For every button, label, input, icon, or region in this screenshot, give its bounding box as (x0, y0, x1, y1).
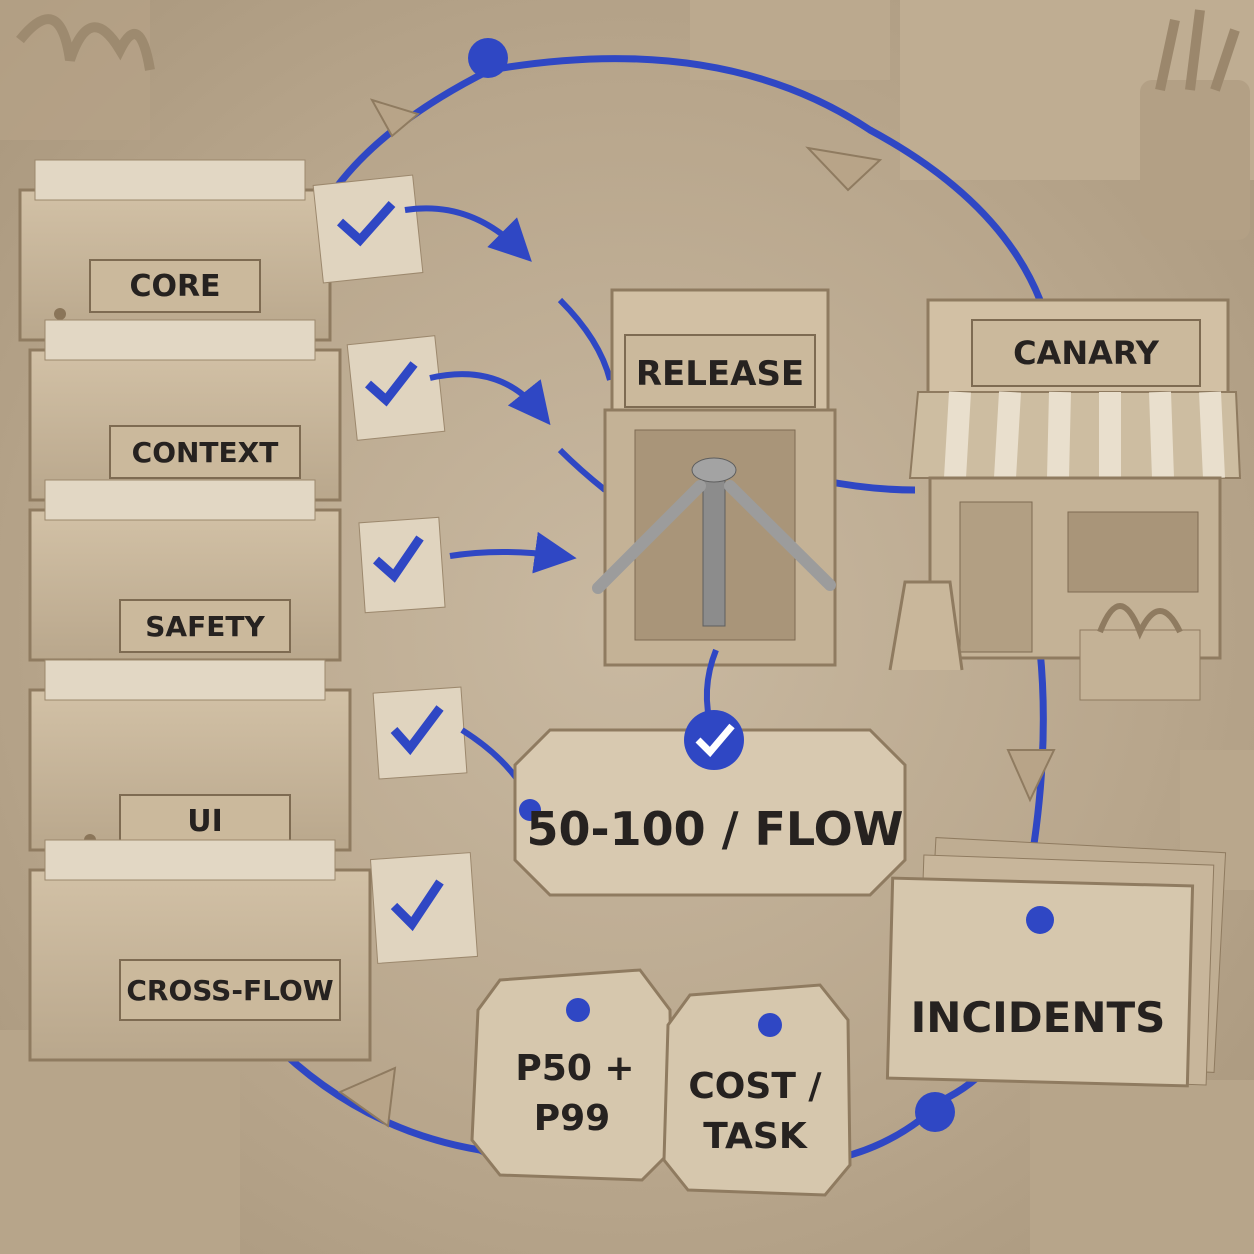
drawer-ui[interactable]: UI (28, 659, 352, 852)
drawer-context[interactable]: CONTEXT (28, 319, 342, 502)
plant-icon (16, 14, 155, 71)
awning-icon (908, 391, 1242, 479)
drawer-label: SAFETY (145, 610, 265, 643)
metric-line2: P99 (534, 1098, 610, 1139)
check-tag-context (346, 335, 607, 493)
drawer-label: CROSS-FLOW (126, 974, 333, 1007)
store-label: CANARY (1013, 334, 1160, 372)
threshold-label: 50-100 / FLOW (527, 802, 904, 856)
metric-line1: P50 + (515, 1048, 634, 1089)
check-icon (390, 705, 444, 756)
drawer-safety[interactable]: SAFETY (28, 479, 342, 671)
drawer-label: CORE (129, 269, 220, 304)
check-tag-safety (358, 516, 577, 614)
check-tag-core (312, 174, 613, 381)
pin-icon (915, 1092, 955, 1132)
drawer-cross-flow[interactable]: CROSS-FLOW (28, 839, 372, 1062)
release-gate[interactable]: RELEASE (592, 288, 837, 731)
metric-line1: COST / (688, 1066, 822, 1107)
arrow-icon (805, 146, 883, 192)
incidents-label: INCIDENTS (911, 993, 1166, 1042)
gate-label: RELEASE (636, 354, 804, 394)
threshold-tag: 50-100 / FLOW (513, 710, 907, 897)
check-icon (373, 535, 424, 583)
drawer-label: UI (187, 804, 223, 839)
drawer-label: CONTEXT (132, 436, 279, 469)
incidents-stack[interactable]: INCIDENTS (885, 837, 1227, 1088)
check-tags (312, 174, 613, 964)
check-icon (695, 723, 735, 758)
arrow-icon (337, 1066, 397, 1128)
arrow-icon (1006, 749, 1056, 803)
check-tag-cross-flow (369, 852, 479, 964)
plant-icon (1097, 603, 1183, 640)
check-tag-ui (372, 686, 533, 802)
drawer-core[interactable]: CORE (18, 159, 332, 342)
check-icon (390, 879, 444, 932)
canary-store[interactable]: CANARY (888, 298, 1242, 701)
metric-line2: TASK (703, 1116, 808, 1157)
drawer-stack: CORE CONTEXT SAFETY UI C (18, 159, 372, 1062)
turnstile-icon (592, 457, 836, 627)
metric-tag-cost: COST / TASK (662, 983, 852, 1197)
pin-icon (468, 38, 508, 78)
arrow-icon (369, 98, 421, 138)
check-icon (336, 201, 396, 247)
metric-tag-latency: P50 + P99 (470, 968, 674, 1182)
check-icon (365, 361, 418, 407)
